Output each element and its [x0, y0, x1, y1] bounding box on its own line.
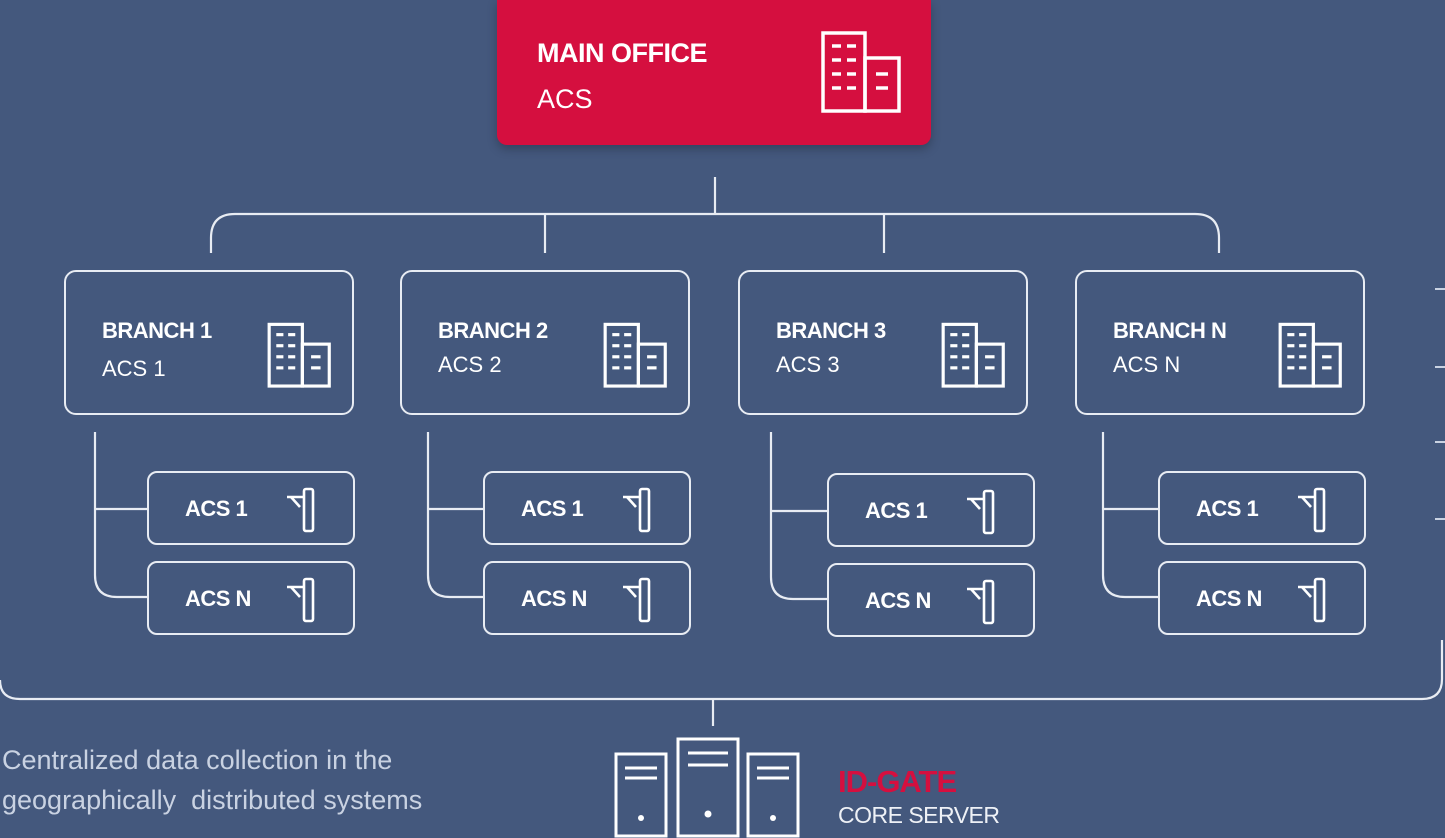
edge-tick: [1435, 366, 1445, 368]
branch-node: BRANCH 1 ACS 1: [64, 270, 354, 415]
main-office-node: MAIN OFFICE ACS: [497, 0, 931, 145]
acs-label: ACS 1: [185, 496, 248, 521]
acs-node: ACS N: [827, 563, 1035, 637]
acs-label: ACS 1: [865, 498, 928, 523]
turnstile-icon: [287, 487, 315, 533]
building-icon: [603, 322, 667, 388]
brand-name: ID-GATE: [838, 764, 957, 799]
branch-node: BRANCH 2 ACS 2: [400, 270, 690, 415]
branch-subtitle: ACS 1: [102, 356, 166, 381]
building-icon: [267, 322, 331, 388]
acs-label: ACS 1: [1196, 496, 1259, 521]
caption-line: geographically distributed systems: [2, 785, 423, 815]
branch-title: BRANCH 1: [102, 318, 212, 343]
main-office-title: MAIN OFFICE: [537, 38, 708, 68]
acs-label: ACS 1: [521, 496, 584, 521]
acs-node: ACS N: [483, 561, 691, 635]
acs-node: ACS N: [1158, 561, 1366, 635]
acs-node: ACS N: [147, 561, 355, 635]
acs-node: ACS 1: [827, 473, 1035, 547]
caption-line: Centralized data collection in the: [2, 745, 393, 775]
caption: Centralized data collection in the geogr…: [2, 740, 562, 820]
building-icon: [821, 31, 901, 113]
acs-label: ACS N: [1196, 586, 1262, 611]
building-icon: [1278, 322, 1342, 388]
branch-title: BRANCH 2: [438, 318, 548, 343]
branch-subtitle: ACS N: [1113, 352, 1181, 377]
edge-tick: [1435, 288, 1445, 290]
main-office-subtitle: ACS: [537, 84, 593, 114]
turnstile-icon: [623, 577, 651, 623]
acs-node: ACS 1: [483, 471, 691, 545]
branch-node: BRANCH N ACS N: [1075, 270, 1365, 415]
turnstile-icon: [1298, 577, 1326, 623]
acs-label: ACS N: [865, 588, 931, 613]
edge-tick: [1435, 518, 1445, 520]
building-icon: [941, 322, 1005, 388]
branch-title: BRANCH N: [1113, 318, 1227, 343]
turnstile-icon: [967, 579, 995, 625]
turnstile-icon: [623, 487, 651, 533]
branch-subtitle: ACS 2: [438, 352, 502, 377]
branch-node: BRANCH 3 ACS 3: [738, 270, 1028, 415]
branch-subtitle: ACS 3: [776, 352, 840, 377]
acs-node: ACS 1: [1158, 471, 1366, 545]
edge-tick: [1435, 441, 1445, 443]
turnstile-icon: [967, 489, 995, 535]
turnstile-icon: [1298, 487, 1326, 533]
server-icon: [614, 737, 800, 838]
branch-title: BRANCH 3: [776, 318, 886, 343]
turnstile-icon: [287, 577, 315, 623]
acs-label: ACS N: [521, 586, 587, 611]
acs-node: ACS 1: [147, 471, 355, 545]
server-label: CORE SERVER: [838, 802, 1000, 828]
acs-label: ACS N: [185, 586, 251, 611]
